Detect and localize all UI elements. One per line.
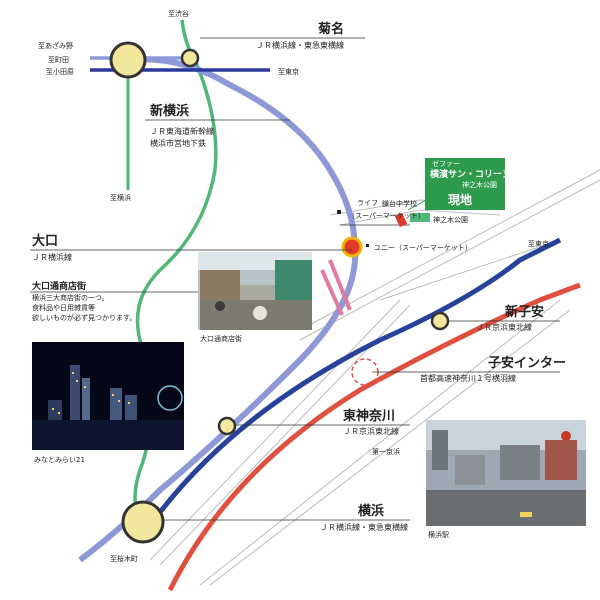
label-koyasu-ic: 子安インター <box>488 355 566 371</box>
pink-road-1 <box>328 259 352 311</box>
dir-tokyo-top: 至東京 <box>278 67 299 76</box>
photo-yokohama-station <box>426 420 586 526</box>
dir-yokohama-down: 至横浜 <box>110 193 131 202</box>
label-yokohama-line: ＪＲ横浜線・東急東横線 <box>320 522 408 532</box>
label-life-sub: （スーパーマーケット） <box>348 212 425 220</box>
label-life: ライフ <box>357 199 378 207</box>
dir-sakuragicho: 至桜木町 <box>110 554 138 563</box>
label-yokohama: 横浜 <box>358 503 384 519</box>
roads <box>149 169 600 586</box>
photo-label-minatomirai: みなとみらい21 <box>34 456 85 464</box>
label-higashi-kanagawa-line: ＪＲ京浜東北線 <box>343 426 399 436</box>
dir-shibuya: 至渋谷 <box>168 9 189 18</box>
label-kikuna-lines: ＪＲ横浜線・東急東横線 <box>256 40 344 50</box>
label-kamonoki-park: 神之木公園 <box>433 215 468 224</box>
label-shin-koyasu: 新子安 <box>505 304 544 320</box>
label-zephyr: ゼファー <box>432 159 460 168</box>
label-property-sub: 神之木公園 <box>462 180 497 189</box>
dir-tokyo-right: 至東京 <box>528 239 549 248</box>
pink-road-2 <box>320 269 344 316</box>
station-yokohama <box>121 500 165 544</box>
photo-label-shopping: 大口通商店街 <box>200 334 242 343</box>
keihin-tohoku-line <box>137 237 562 542</box>
dir-azamino: 至あざみ野 <box>38 41 73 50</box>
jr-yokohama-line <box>78 56 359 563</box>
label-kikuna: 菊名 <box>318 21 344 37</box>
label-koyasu-ic-line: 首都高速神奈川１号横羽線 <box>420 373 516 383</box>
station-kikuna <box>180 48 200 68</box>
label-uny: ユニー（スーパーマーケット） <box>374 244 472 252</box>
label-higashi-kanagawa: 東神奈川 <box>343 408 395 424</box>
station-oguchi <box>341 236 363 258</box>
label-oguchi: 大口 <box>32 233 58 249</box>
expressway-line <box>167 282 581 592</box>
label-shin-yokohama-line2: 横浜市営地下鉄 <box>150 138 206 148</box>
station-shin-yokohama <box>109 41 147 79</box>
photo-label-yokohama-station: 横浜駅 <box>428 530 449 539</box>
label-kamadai-school: 鎌台中学校 <box>382 199 417 208</box>
label-shin-yokohama: 新横浜 <box>150 103 189 119</box>
uny-marker <box>366 244 369 247</box>
photo-minatomirai <box>32 342 184 450</box>
property-site <box>394 212 408 228</box>
shopping-desc-3: 欲しいものが必ず見つかります。 <box>32 313 136 322</box>
station-higashi-kanagawa <box>217 416 237 436</box>
label-property-name: 横濱サン・コリーヌ <box>430 168 511 180</box>
dir-machida: 至町田 <box>48 56 69 64</box>
label-genchi: 現地 <box>448 192 472 207</box>
photo-shopping-street <box>198 252 312 330</box>
dir-odawara: 至小田原 <box>46 67 74 76</box>
label-shin-yokohama-line1: ＪＲ東海道新幹線 <box>150 126 214 136</box>
label-oguchi-line: ＪＲ横浜線 <box>32 252 72 262</box>
shopping-desc-1: 横浜三大商店街の一つ。 <box>32 293 109 302</box>
leader-lines <box>30 37 560 521</box>
kamonoki-park-area <box>410 213 430 222</box>
property-box <box>425 158 505 210</box>
life-marker <box>337 210 341 214</box>
station-shin-koyasu <box>430 311 450 331</box>
genchi-pointer <box>407 194 436 211</box>
shopping-title: 大口通商店街 <box>32 280 86 292</box>
label-daiichi-keihin: 第一京浜 <box>372 447 400 456</box>
shopping-desc-2: 食料品や日用雑貨等 <box>32 303 95 312</box>
label-shin-koyasu-line: ＪＲ京浜東北線 <box>476 322 532 332</box>
